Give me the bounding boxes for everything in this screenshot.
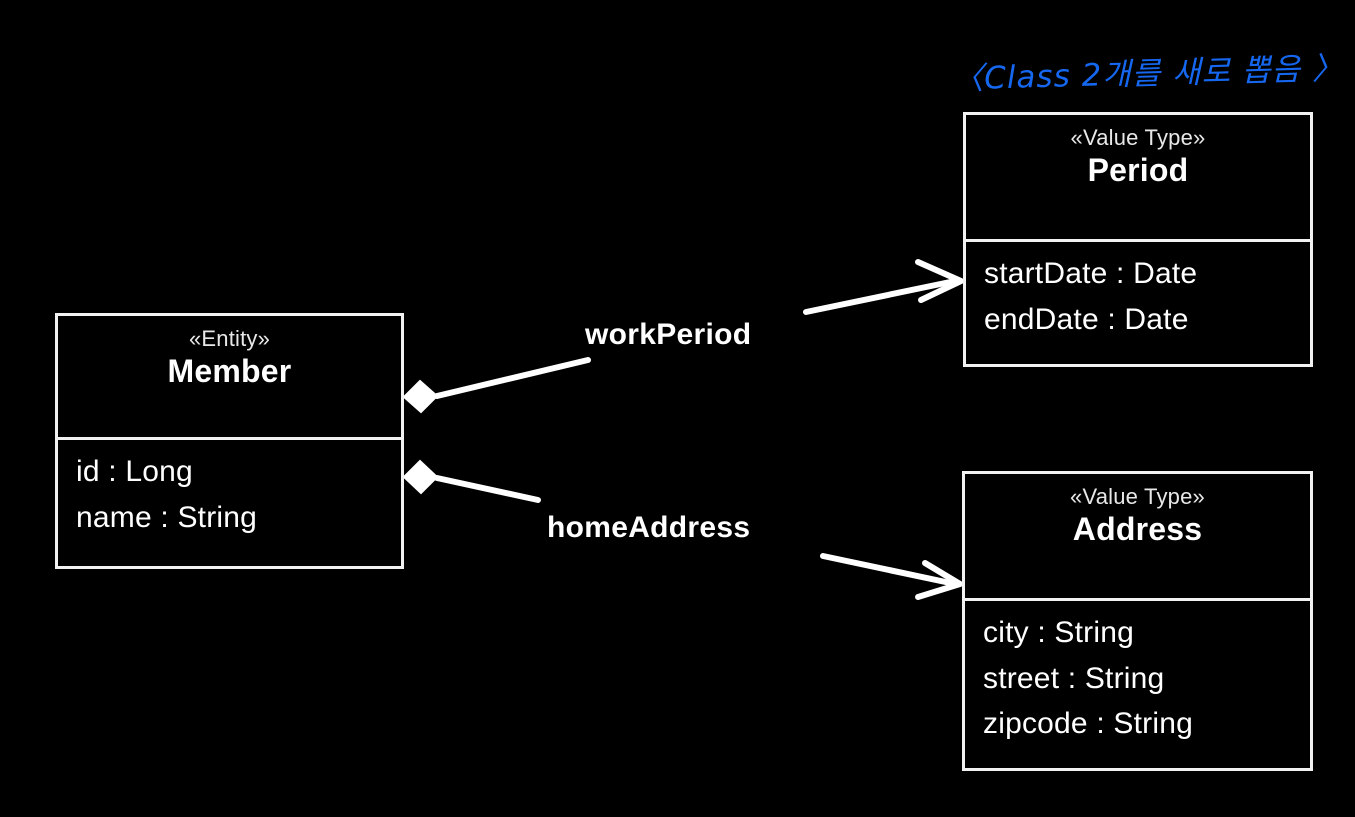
class-name-period: Period — [1087, 151, 1189, 188]
class-attributes-period: startDate : Date endDate : Date — [966, 242, 1310, 352]
class-attribute: city : String — [983, 616, 1134, 649]
class-header-address: «Value Type» Address — [965, 474, 1310, 601]
class-name-member: Member — [167, 352, 292, 389]
class-stereotype-period: «Value Type» — [1070, 125, 1206, 150]
open-arrowhead-work-period — [915, 259, 964, 303]
class-box-period[interactable]: «Value Type» Period startDate : Date end… — [963, 112, 1313, 367]
class-box-address[interactable]: «Value Type» Address city : String stree… — [962, 471, 1313, 771]
handwritten-annotation: 〈Class 2개를 새로 뽑음 〉 — [951, 50, 1345, 98]
class-header-period: «Value Type» Period — [966, 115, 1310, 242]
class-attribute: name : String — [76, 500, 258, 534]
composition-diamond-work-period — [402, 379, 439, 414]
class-attribute: endDate : Date — [984, 302, 1189, 336]
composition-diamond-home-address — [402, 459, 439, 495]
class-header-member: «Entity» Member — [58, 316, 401, 440]
class-box-member[interactable]: «Entity» Member id : Long name : String — [55, 313, 404, 569]
class-attribute: id : Long — [76, 455, 193, 488]
class-stereotype-address: «Value Type» — [1070, 484, 1205, 509]
class-attributes-member: id : Long name : String — [58, 440, 401, 550]
class-stereotype-member: «Entity» — [188, 326, 271, 351]
class-attribute: startDate : Date — [984, 257, 1198, 290]
class-attribute: zipcode : String — [983, 707, 1193, 741]
class-attribute: street : String — [983, 661, 1165, 695]
open-arrowhead-home-address — [915, 560, 963, 600]
class-name-address: Address — [1072, 510, 1203, 547]
association-label-home-address: homeAddress — [547, 511, 751, 544]
association-label-work-period: workPeriod — [585, 318, 752, 351]
class-attributes-address: city : String street : String zipcode : … — [965, 601, 1310, 757]
